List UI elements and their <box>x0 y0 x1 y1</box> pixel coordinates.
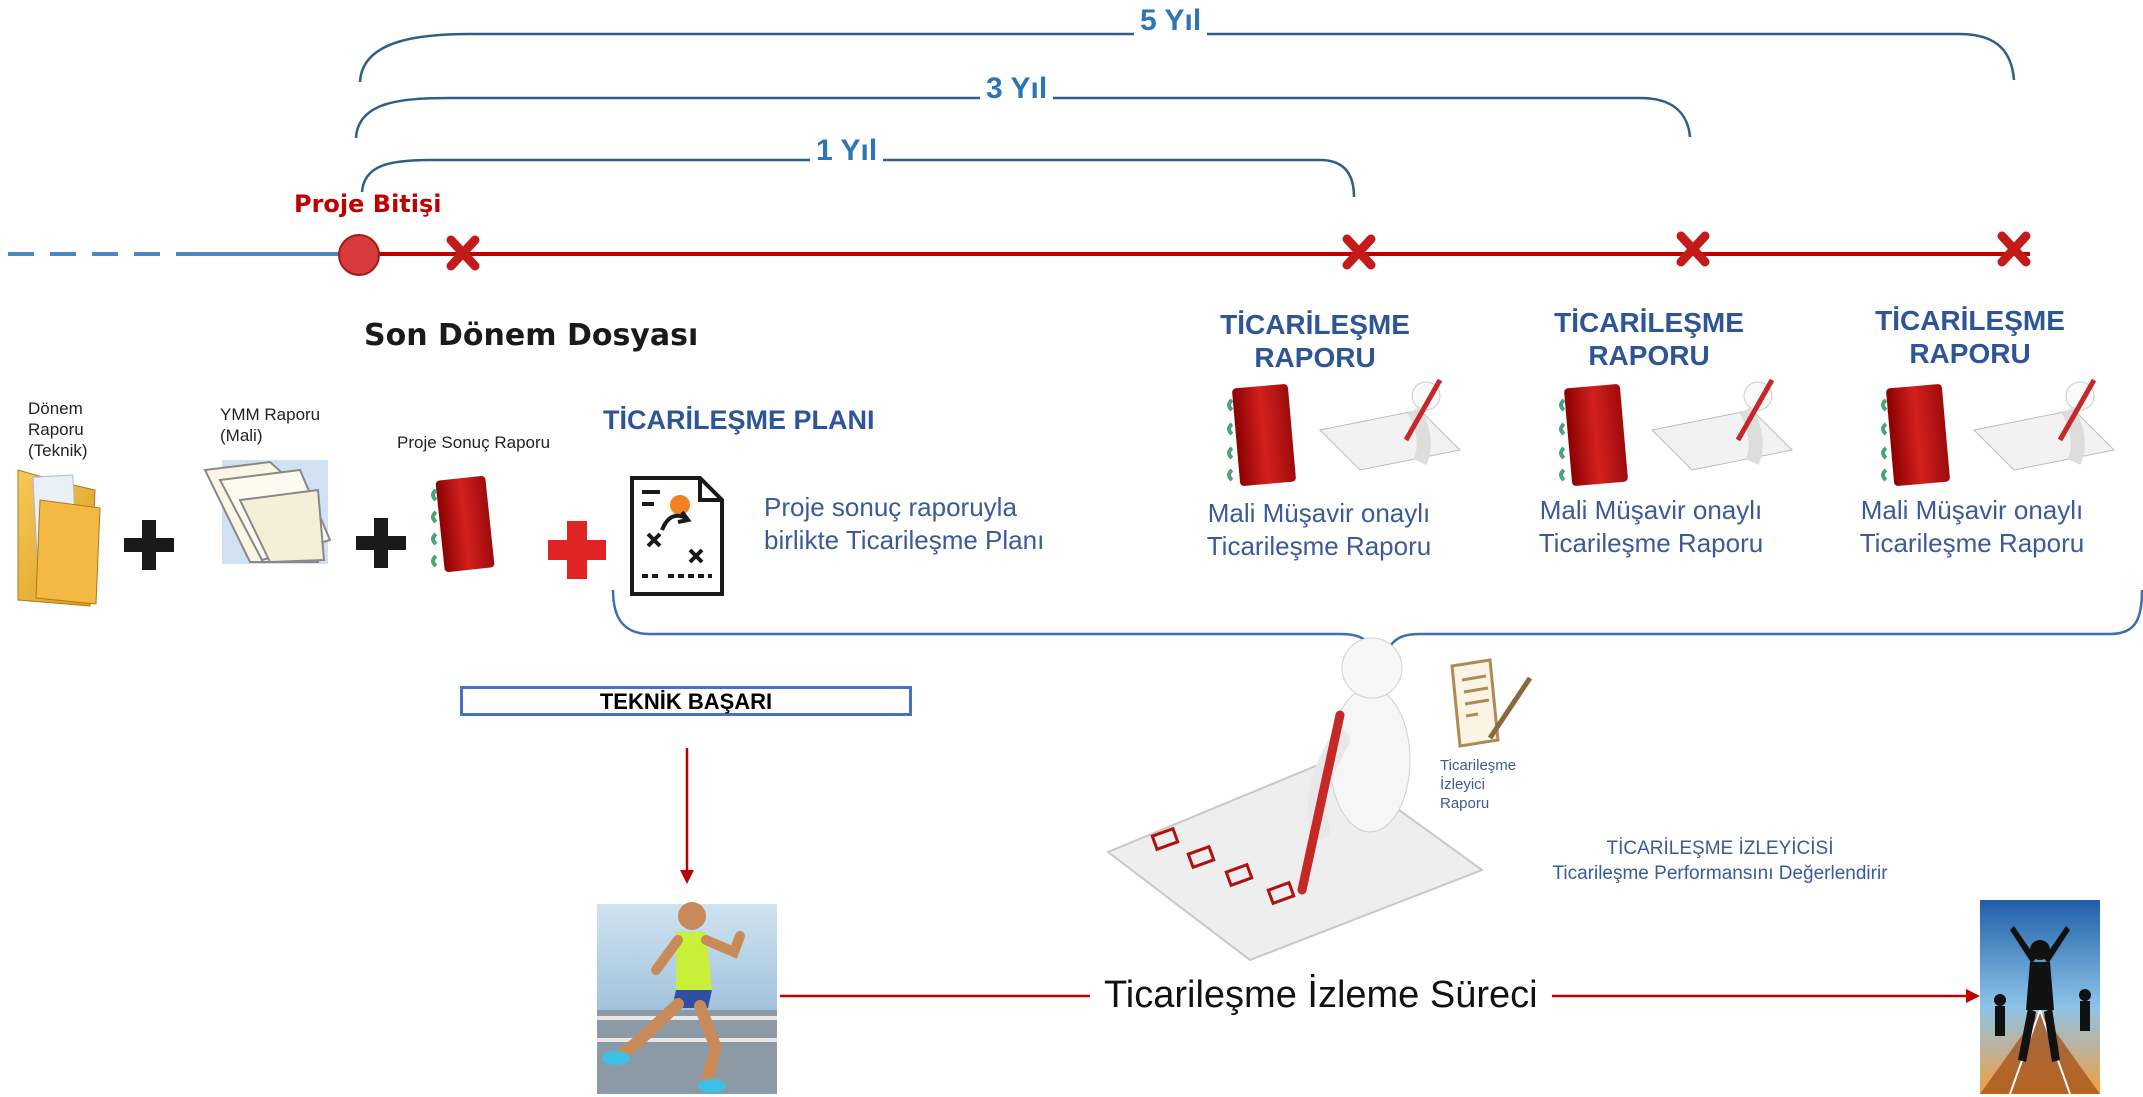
report-title-2: TİCARİLEŞME RAPORU <box>1554 307 1744 371</box>
monitor-figure <box>1106 637 1485 962</box>
plan-title: TİCARİLEŞME PLANI <box>603 405 875 435</box>
bracket-3-years <box>354 96 1692 139</box>
monitor-title: TİCARİLEŞME İZLEYİCİSİ Ticarileşme Perfo… <box>1552 838 1888 884</box>
report-subtitle-2: Mali Müşavir onaylı Ticarileşme Raporu <box>1538 495 1764 558</box>
span-label-3-years: 3 Yıl <box>980 72 1054 106</box>
project-end-label: Proje Bitişi <box>294 190 442 218</box>
report-title-3: TİCARİLEŞME RAPORU <box>1875 305 2065 369</box>
span-label-1-year: 1 Yıl <box>810 134 884 168</box>
report-title-1: TİCARİLEŞME RAPORU <box>1220 309 1410 373</box>
plus-icon <box>124 520 174 570</box>
plan-description: Proje sonuç raporuyla birlikte Ticarileş… <box>764 492 1045 555</box>
tracking-process-label: Ticarileşme İzleme Süreci <box>1090 974 1552 1017</box>
report-book-icon <box>431 476 495 572</box>
milestone-marker-icon <box>446 235 480 271</box>
red-plus-icon <box>548 521 606 579</box>
success-down-arrowhead <box>680 870 694 884</box>
item-label-project-result: Proje Sonuç Raporu <box>397 433 551 452</box>
report-graphic-1 <box>1227 378 1462 486</box>
runner-photo <box>597 902 777 1094</box>
monitor-doc-icon <box>1450 658 1533 748</box>
milestone-marker-icon <box>1342 234 1376 270</box>
bracket-1-year <box>360 158 1356 198</box>
monitor-doc-label: Ticarileşme İzleyici Raporu <box>1440 757 1517 812</box>
item-label-technical-report: Dönem Raporu (Teknik) <box>28 399 88 460</box>
final-file-title: Son Dönem Dosyası <box>364 318 699 353</box>
strategy-plan-icon <box>630 476 724 596</box>
report-subtitle-1: Mali Müşavir onaylı Ticarileşme Raporu <box>1206 498 1432 561</box>
report-graphic-3 <box>1881 378 2116 486</box>
span-label-5-years: 5 Yıl <box>1134 4 1208 38</box>
bracket-5-years <box>358 32 2016 83</box>
project-end-marker <box>338 234 380 276</box>
year-brackets <box>354 32 2016 198</box>
folder-icon <box>17 469 101 607</box>
plus-icon <box>356 518 406 568</box>
milestone-marker-icon <box>1997 231 2031 267</box>
open-folder-icon <box>203 460 332 564</box>
timeline <box>8 231 2031 276</box>
winner-photo <box>1980 900 2100 1095</box>
report-subtitle-3: Mali Müşavir onaylı Ticarileşme Raporu <box>1859 495 2085 558</box>
process-arrowhead <box>1966 989 1980 1003</box>
technical-success-box: TEKNİK BAŞARI <box>460 686 912 716</box>
milestone-marker-icon <box>1676 231 1710 267</box>
report-graphic-2 <box>1559 378 1794 486</box>
item-label-ymm-report: YMM Raporu (Mali) <box>220 405 321 445</box>
